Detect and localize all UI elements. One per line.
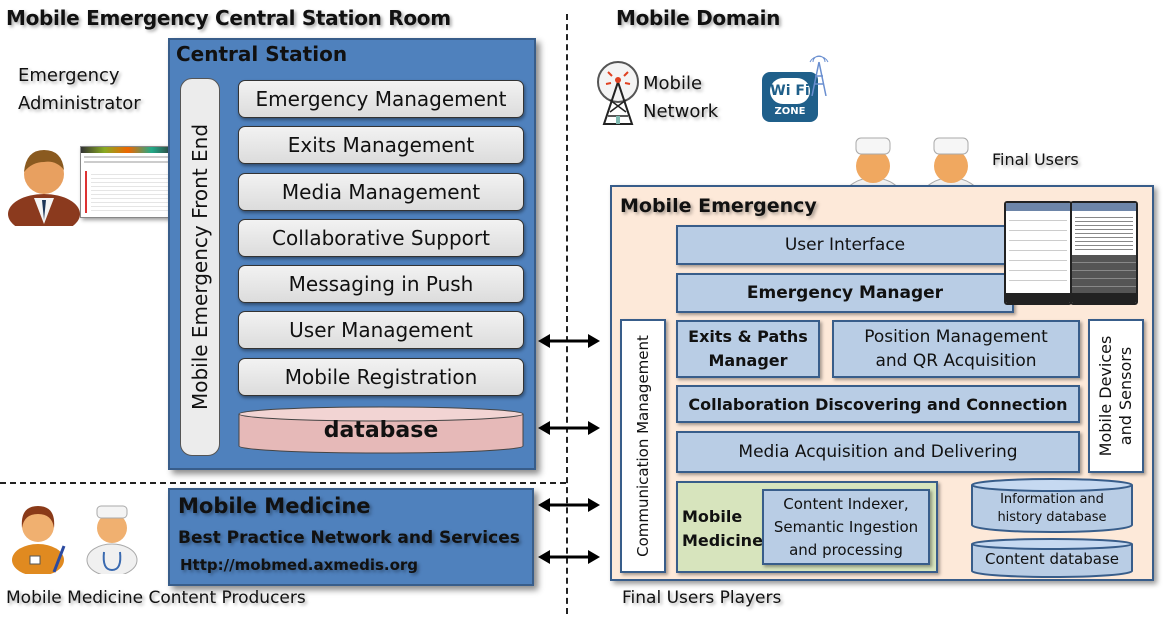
doctor-producer-avatar-icon <box>86 505 138 574</box>
admin-label: Emergency Administrator <box>18 65 141 114</box>
bidirectional-arrow-icon <box>538 421 600 435</box>
mobile-emergency-panel: Mobile Emergency User Interface Emergenc… <box>610 185 1154 581</box>
mobile-devices-sensors-panel[interactable]: Mobile Devices and Sensors <box>1088 319 1144 473</box>
right-domain-title: Mobile Domain <box>616 6 781 30</box>
front-end-panel: Mobile Emergency Front End <box>180 78 220 456</box>
service-media-management[interactable]: Media Management <box>238 173 524 211</box>
mobile-tower-icon <box>597 61 639 125</box>
producers-label: Mobile Medicine Content Producers <box>6 588 306 608</box>
user-interface-layer[interactable]: User Interface <box>676 225 1014 265</box>
front-end-label: Mobile Emergency Front End <box>188 123 212 411</box>
service-mobile-registration[interactable]: Mobile Registration <box>238 358 524 396</box>
content-indexer-module[interactable]: Content Indexer, Semantic Ingestion and … <box>762 489 930 565</box>
service-emergency-management[interactable]: Emergency Management <box>238 80 524 118</box>
portal-url-link[interactable]: Http://mobmed.axmedis.org <box>180 556 419 574</box>
service-exits-management[interactable]: Exits Management <box>238 126 524 164</box>
mobile-medicine-module[interactable]: Mobile Medicine Content Indexer, Semanti… <box>676 481 938 573</box>
service-user-management[interactable]: User Management <box>238 311 524 349</box>
media-acquisition-delivering[interactable]: Media Acquisition and Delivering <box>676 431 1080 473</box>
phone-screenshot-settings <box>1004 201 1072 305</box>
position-management-qr[interactable]: Position Management and QR Acquisition <box>832 320 1080 378</box>
wifi-zone-icon: Wi Fi ZONE <box>762 72 818 122</box>
database-cylinder-icon <box>971 478 1133 533</box>
bidirectional-arrow-icon <box>538 498 600 512</box>
service-collaborative-support[interactable]: Collaborative Support <box>238 219 524 257</box>
communication-management-panel[interactable]: Communication Management <box>620 319 666 573</box>
final-users-label: Final Users <box>992 150 1079 169</box>
bidirectional-arrow-icon <box>538 334 600 348</box>
administrator-avatar-icon <box>8 150 80 226</box>
admin-screenshot <box>80 146 176 218</box>
service-messaging-in-push[interactable]: Messaging in Push <box>238 265 524 303</box>
content-database[interactable]: Content database <box>970 537 1134 579</box>
database-cylinder-icon <box>238 406 524 454</box>
mobile-medicine-portal: Mobile Medicine Best Practice Network an… <box>168 488 534 586</box>
central-station-panel: Central Station Mobile Emergency Front E… <box>168 38 536 470</box>
collaboration-discovering-connection[interactable]: Collaboration Discovering and Connection <box>676 385 1080 423</box>
central-station-title: Central Station <box>176 42 348 66</box>
phone-screenshot-document <box>1070 201 1138 305</box>
mobile-network-label: Mobile Network <box>643 73 719 122</box>
portal-title: Mobile Medicine <box>178 494 371 518</box>
left-domain-title: Mobile Emergency Central Station Room <box>6 6 451 30</box>
portal-subtitle: Best Practice Network and Services <box>178 528 520 548</box>
exits-paths-manager[interactable]: Exits & Paths Manager <box>676 320 820 378</box>
domain-separator-vertical <box>566 14 568 614</box>
wifi-antenna-icon <box>809 55 829 96</box>
database-cylinder-icon <box>971 538 1133 578</box>
final-users-players-label: Final Users Players <box>622 588 782 608</box>
content-producer-avatar-icon <box>12 506 66 574</box>
emergency-manager-layer[interactable]: Emergency Manager <box>676 273 1014 313</box>
mobile-emergency-title: Mobile Emergency <box>620 195 817 217</box>
central-database[interactable]: database <box>238 406 524 454</box>
information-history-database[interactable]: Information and history database <box>970 477 1134 535</box>
bidirectional-arrow-icon <box>538 550 600 564</box>
domain-separator-horizontal <box>0 482 566 484</box>
